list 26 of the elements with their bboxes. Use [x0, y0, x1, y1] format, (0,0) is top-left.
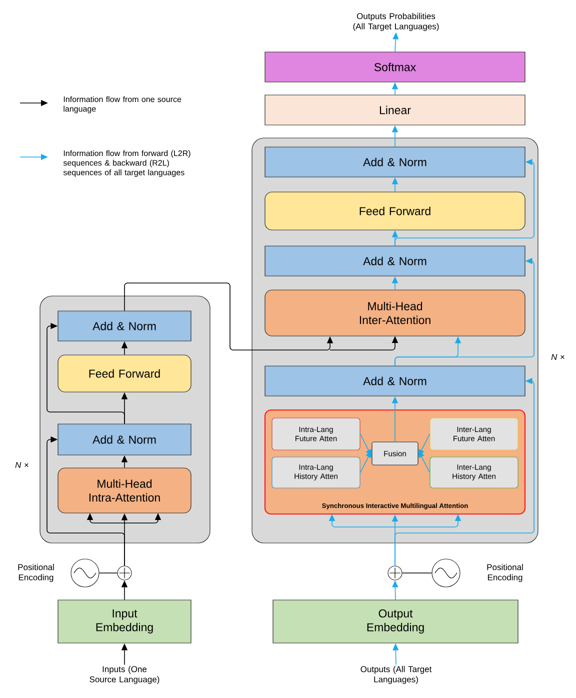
softmax-box: Softmax [264, 52, 526, 82]
add-norm-box: Add & Norm [264, 146, 526, 178]
side-label: N × [15, 462, 28, 468]
attention-box: Multi-Head Inter-Attention [264, 290, 526, 336]
output-label: Outputs (All Target Languages) [360, 666, 432, 684]
side-label: Positional Encoding [18, 564, 54, 582]
side-label: N × [551, 354, 564, 360]
sine-symbol [432, 558, 460, 588]
add-norm-box: Add & Norm [58, 424, 192, 456]
add-norm-box: Add & Norm [264, 366, 526, 396]
embedding-box: Output Embedding [272, 600, 518, 644]
output-label: Outputs Probabilities (All Target Languages) [353, 12, 439, 32]
feed-forward-box: Feed Forward [264, 192, 526, 230]
add-norm-box: Add & Norm [264, 246, 526, 276]
legend-text: Information flow from one source language [64, 96, 182, 114]
add-symbol [388, 566, 402, 580]
attention-box: Multi-Head Intra-Attention [58, 468, 192, 514]
add-norm-box: Add & Norm [58, 310, 192, 342]
add-symbol [117, 566, 132, 580]
input-label: Inputs (One Source Language) [90, 666, 160, 684]
feed-forward-box: Feed Forward [58, 354, 192, 392]
legend-text: Information flow from forward (L2R) sequences & backward (R2L) sequences of all target languages [63, 150, 190, 177]
sine-symbol [70, 558, 100, 588]
linear-box: Linear [264, 94, 526, 126]
side-label: Positional Encoding [487, 564, 523, 582]
embedding-box: Input Embedding [58, 600, 192, 644]
